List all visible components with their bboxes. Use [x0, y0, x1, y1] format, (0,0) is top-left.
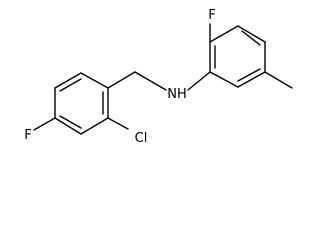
atom-label-chlorine: Cl	[135, 131, 148, 146]
bond	[54, 117, 82, 135]
double-bond-inner	[237, 68, 261, 82]
amine-linker-bonds	[134, 71, 211, 91]
bond-benzyl-ch2	[107, 71, 136, 89]
atom-label-fluorine-top: F	[208, 8, 215, 23]
atom-label-fluorine-left: F	[24, 128, 31, 143]
double-bond-inner	[59, 78, 82, 92]
bond	[209, 71, 239, 88]
left-benzene-ring	[54, 72, 109, 135]
atom-label-nh: NH	[167, 87, 187, 102]
bond-to-chlorine	[107, 117, 129, 130]
left-substituent-bonds	[33, 71, 136, 131]
bond	[54, 72, 82, 89]
bond	[209, 25, 239, 43]
bond-ch2-to-nh	[134, 71, 167, 91]
molecule-structure: F NH Cl F	[24, 8, 293, 146]
right-benzene-ring	[209, 25, 266, 88]
bond-nh-to-ring	[187, 71, 211, 91]
bond-to-fluorine-left	[33, 117, 56, 131]
bond	[80, 117, 109, 135]
bond	[237, 71, 266, 88]
right-substituent-bonds	[209, 23, 293, 89]
double-bond-inner	[59, 115, 82, 129]
bond	[80, 72, 109, 89]
bond	[237, 25, 266, 43]
double-bond-inner	[241, 30, 261, 46]
bond-to-methyl	[264, 71, 293, 89]
